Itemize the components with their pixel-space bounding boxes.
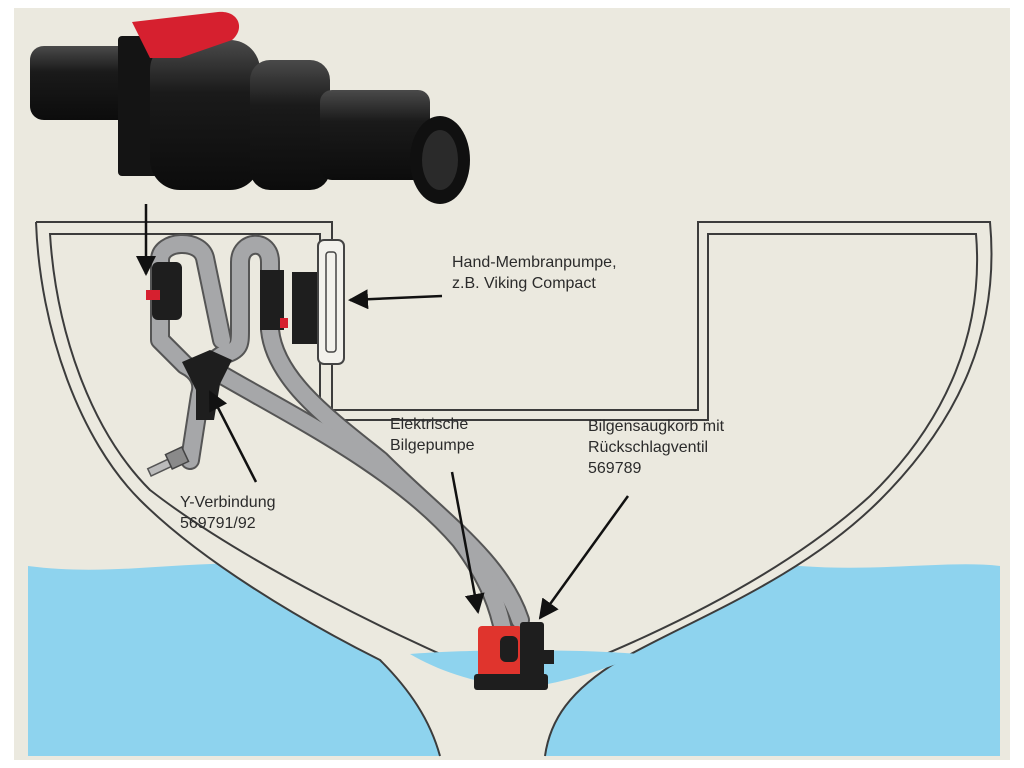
label-electric-pump: Elektrische Bilgepumpe	[390, 416, 475, 454]
arrow-electric-pump	[450, 471, 485, 614]
arrow-hand-pump	[348, 289, 443, 310]
label-strainer: Bilgensaugkorb mit Rückschlagventil 5697…	[588, 418, 725, 477]
bilge-pump-icon	[474, 622, 554, 690]
inline-valve	[146, 262, 182, 320]
through-hull-fitting	[146, 445, 190, 477]
y-connector-icon	[182, 350, 232, 420]
arrow-strainer	[538, 495, 630, 620]
ball-valve-icon	[30, 11, 470, 204]
annotation-arrows	[136, 204, 630, 620]
arrow-y-connector	[208, 390, 258, 483]
diaphragm-pump-icon	[260, 239, 345, 365]
label-hand-pump: Hand-Membranpumpe, z.B. Viking Compact	[452, 254, 617, 292]
hull-outer-outline-left	[35, 221, 441, 757]
hull-outer-outline	[36, 221, 993, 757]
valve-handle	[132, 11, 240, 58]
label-y-connector: Y-Verbindung 569791/92	[180, 494, 276, 532]
hose-electric-pump	[214, 367, 513, 648]
